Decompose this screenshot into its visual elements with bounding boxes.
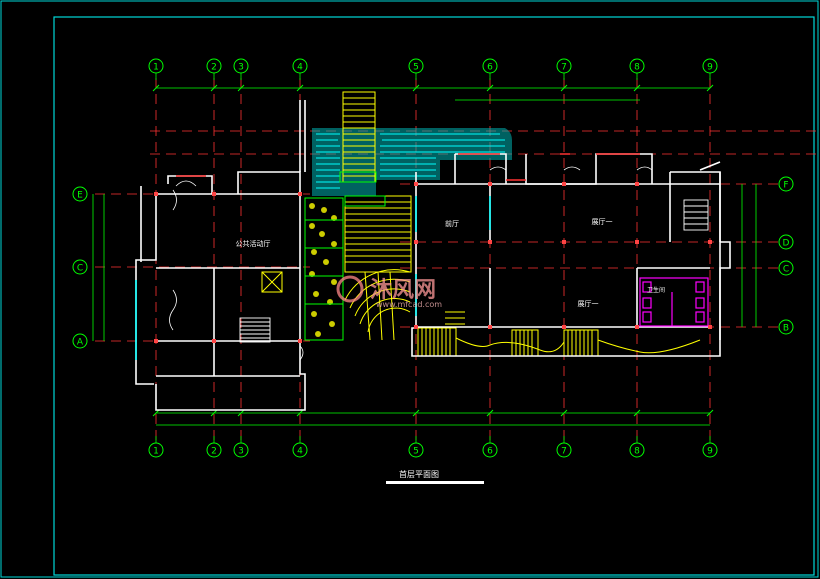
grid-bubble-label: 9: [707, 63, 713, 73]
grid-bubble-circle: [702, 442, 718, 458]
grid-bubble-label: 3: [238, 63, 244, 73]
dimension-lines: [92, 87, 757, 426]
grid-bubble-label: 4: [297, 447, 303, 457]
room-label-exhibit-upper: 展厅一: [592, 218, 613, 226]
windows-cyan: [135, 196, 491, 360]
grid-bubble-bottom-3: 3: [233, 442, 249, 458]
room-label-foyer: 前厅: [445, 219, 459, 228]
grid-bubble-circle: [778, 234, 794, 250]
grid-bubble-label: 7: [561, 63, 567, 73]
watermark: 沐风网 www.mfcad.com: [336, 275, 442, 309]
grid-bubble-label: D: [783, 239, 790, 249]
watermark-title: 沐风网: [370, 278, 436, 303]
grid-bubble-circle: [148, 442, 164, 458]
grid-bubble-left-C: C: [72, 259, 88, 275]
grid-bubble-left-A: A: [72, 333, 88, 349]
grid-bubble-label: 8: [634, 447, 640, 457]
grid-bubble-circle: [206, 442, 222, 458]
grid-bubble-circle: [72, 186, 88, 202]
grid-bubble-label: 2: [211, 447, 217, 457]
grid-bubble-label: C: [77, 264, 83, 274]
windows: [176, 153, 640, 181]
grid-bubble-right-B: B: [778, 319, 794, 335]
grid-bubble-label: 5: [413, 447, 419, 457]
grid-bubble-left-E: E: [72, 186, 88, 202]
grid-bubble-circle: [72, 333, 88, 349]
grid-bubble-circle: [778, 176, 794, 192]
grid-bubble-label: 6: [487, 63, 493, 73]
grid-bubble-circle: [629, 442, 645, 458]
grid-bubbles-bottom: 1 2 3 4 5 6 7 8 9: [148, 442, 718, 458]
grid-bubble-label: B: [783, 324, 789, 334]
drawing-title-underline: [386, 481, 484, 484]
drawing-title: 首层平面图: [399, 469, 439, 479]
grid-bubble-circle: [408, 442, 424, 458]
grid-bubble-label: A: [77, 338, 84, 348]
left-building-walls: [135, 100, 306, 411]
grid-bubble-bottom-8: 8: [629, 442, 645, 458]
room-label-left-hall: 公共活动厅: [236, 239, 271, 248]
grid-bubble-circle: [778, 319, 794, 335]
entrance-steps: [342, 91, 376, 183]
grid-bubble-bottom-7: 7: [556, 442, 572, 458]
grid-bubble-bottom-6: 6: [482, 442, 498, 458]
grid-bubble-label: 3: [238, 447, 244, 457]
inner-frame: [53, 16, 815, 576]
room-label-exhibit-lower: 展厅一: [578, 300, 599, 308]
grid-bubble-label: 1: [153, 447, 159, 457]
door-swings: [169, 166, 653, 361]
grid-bubble-label: E: [77, 191, 83, 201]
dimension-ticks: [152, 84, 714, 417]
left-stair: [239, 317, 271, 343]
grid-bubble-bottom-4: 4: [292, 442, 308, 458]
grid-bubble-circle: [72, 259, 88, 275]
grid-bubble-bottom-9: 9: [702, 442, 718, 458]
right-stair: [683, 199, 709, 231]
terrace-railing: [455, 337, 701, 354]
watermark-url: www.mfcad.com: [376, 300, 442, 309]
grid-bubble-label: 8: [634, 63, 640, 73]
elevator-shaft: [261, 271, 283, 293]
grid-bubble-bottom-1: 1: [148, 442, 164, 458]
grid-bubble-right-F: F: [778, 176, 794, 192]
grid-bubble-right-C: C: [778, 260, 794, 276]
grid-bubbles-top: 1 2 3 4 5 6 7 8 9: [148, 58, 718, 443]
grid-bubbles-side: E C A F D C B: [72, 176, 794, 349]
grid-bubble-label: 5: [413, 63, 419, 73]
landscape-planting: [304, 171, 386, 341]
grid-bubble-label: 2: [211, 63, 217, 73]
grid-bubble-right-D: D: [778, 234, 794, 250]
grid-bubble-label: 7: [561, 447, 567, 457]
grid-bubble-circle: [233, 442, 249, 458]
grid-bubble-label: C: [783, 265, 789, 275]
grid-bubble-label: 1: [153, 63, 159, 73]
grid-bubble-label: 9: [707, 447, 713, 457]
grid-bubble-label: 6: [487, 447, 493, 457]
grid-bubble-circle: [778, 260, 794, 276]
toilet-fixtures: [639, 277, 709, 327]
grid-bubble-bottom-5: 5: [408, 442, 424, 458]
structural-columns: [154, 182, 712, 343]
grid-bubble-label: F: [783, 181, 788, 191]
grid-bubble-bottom-2: 2: [206, 442, 222, 458]
spiral-stair: [344, 269, 411, 341]
water-feature: [312, 128, 512, 196]
room-label-toilet: 卫生间: [647, 286, 665, 294]
grid-bubble-label: 4: [297, 63, 303, 73]
grid-bubble-circle: [292, 442, 308, 458]
grid-bubble-circle: [556, 442, 572, 458]
grid-bubble-circle: [482, 442, 498, 458]
